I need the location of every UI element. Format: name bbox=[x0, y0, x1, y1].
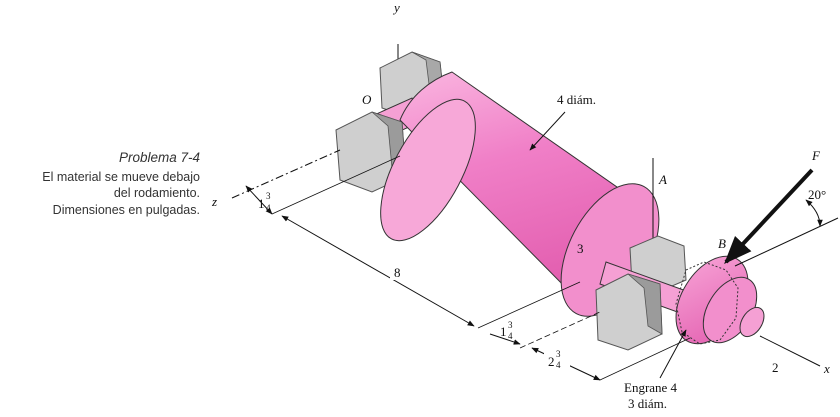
roller-diameter-label: 4 diám. bbox=[557, 92, 596, 107]
angle-arc bbox=[805, 199, 823, 227]
problem-caption: Problema 7-4 El material se mueve debajo… bbox=[0, 150, 200, 218]
dim-8-gap bbox=[390, 264, 406, 280]
x-axis-label: x bbox=[823, 361, 830, 376]
dim-1-34-top-den: 4 bbox=[266, 203, 271, 213]
dim-2-34-den: 4 bbox=[556, 360, 561, 370]
gear-4 bbox=[675, 255, 765, 345]
dim-8-label: 8 bbox=[394, 265, 401, 280]
ext-line-bottom bbox=[519, 311, 601, 349]
gear-leader bbox=[659, 329, 687, 379]
roller-diameter-leader bbox=[529, 111, 566, 151]
dim-1-34-top-whole: 1 bbox=[258, 196, 265, 211]
roller-length-label: 3 bbox=[577, 241, 584, 256]
angle-label: 20° bbox=[808, 187, 826, 202]
dim-2-label: 2 bbox=[772, 360, 779, 375]
caption-line-1: El material se mueve debajo bbox=[42, 169, 200, 184]
dim-1-34-bottom-num: 3 bbox=[508, 320, 513, 330]
dim-line-top bbox=[245, 185, 273, 215]
force-label: F bbox=[811, 148, 821, 163]
y-axis-label: y bbox=[392, 0, 400, 15]
point-b-label: B bbox=[718, 236, 726, 251]
dim-1-34-bottom-den: 4 bbox=[508, 331, 513, 341]
dim-1-34-top-num: 3 bbox=[266, 191, 271, 201]
dim-2-34-gap bbox=[544, 350, 570, 370]
gear-diameter-label: 3 diám. bbox=[628, 396, 667, 411]
caption-line-2: del rodamiento. bbox=[113, 186, 200, 200]
angle-reference-line bbox=[734, 217, 839, 267]
dim-line-bottom-1 bbox=[489, 333, 521, 345]
dim-2-34-whole: 2 bbox=[548, 354, 555, 369]
ext-line-right bbox=[477, 281, 581, 329]
ext-line-gear bbox=[599, 337, 691, 381]
bearing-block-right-lower bbox=[595, 273, 663, 351]
force-arrow bbox=[724, 168, 814, 265]
dim-2-34-num: 3 bbox=[556, 349, 561, 359]
dim-1-34-bottom-whole: 1 bbox=[500, 324, 507, 339]
caption-line-3: Dimensiones en pulgadas. bbox=[52, 202, 200, 217]
gear-name-label: Engrane 4 bbox=[624, 380, 678, 395]
dim-line-8 bbox=[281, 215, 475, 327]
point-o-label: O bbox=[362, 92, 372, 107]
point-a-label: A bbox=[658, 172, 667, 187]
ext-line-left bbox=[271, 155, 401, 215]
problem-title: Problema 7-4 bbox=[118, 150, 200, 165]
z-axis-label: z bbox=[211, 194, 217, 209]
x-axis-line bbox=[759, 335, 821, 367]
